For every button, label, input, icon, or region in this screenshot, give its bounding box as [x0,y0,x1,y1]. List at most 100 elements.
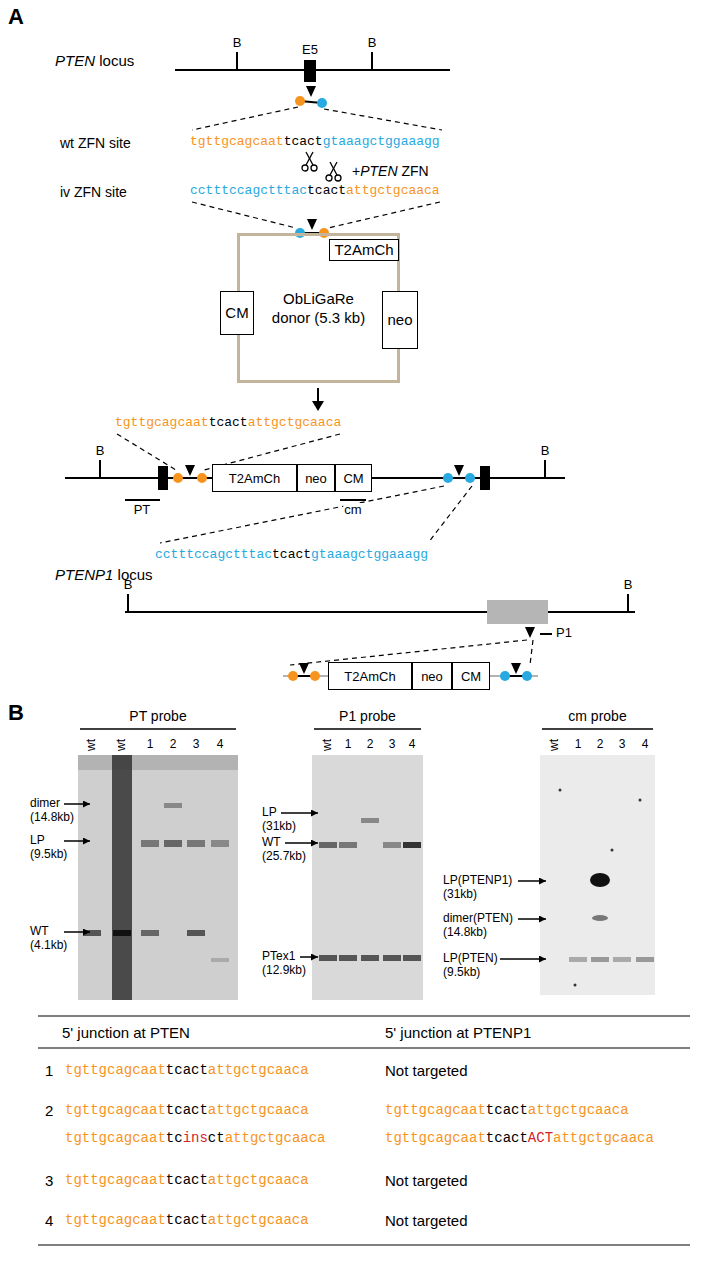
blot-smear [78,755,238,770]
band-arrow [64,803,90,805]
label-text: 2 [367,737,374,751]
blot-band [590,873,610,887]
text-label: 2 [367,738,374,752]
text-label: LP(PTENP1) [443,874,512,888]
label-text: locus [99,52,134,69]
blot-band [339,842,357,848]
label-text: (25.7kb) [262,849,306,863]
cut-triangle [307,219,317,230]
donor-plasmid: ObLiGaRe donor (5.3 kb)T2AmChCMneo [237,233,400,383]
site-tick [236,52,238,70]
text-label: +PTENZFN [352,163,429,179]
label-text: (31kb) [443,887,477,901]
blot-band [319,842,337,848]
blot-pt [78,755,238,1000]
blot-membrane [312,755,423,1000]
site-tick [627,594,629,612]
sequence-segment: cctttccagctttac [190,183,307,198]
text-label: LP [262,806,277,820]
sequence-segment: tgttgcagcaat [115,415,209,430]
label-text: 4 [642,737,649,751]
label-text: (4.1kb) [30,938,67,952]
label-text: iv ZFN site [60,184,127,200]
text-label: 1 [575,738,582,752]
text-label: B [368,36,377,51]
label-text: (9.5kb) [30,847,67,861]
band-arrow [281,812,318,814]
node-label: neo [387,310,412,330]
scissors-loop [326,175,332,181]
sequence-segment: attgctgcaaca [248,415,342,430]
zfn-dot [443,473,453,483]
band-arrow [64,840,90,842]
label-text: 2 [45,1102,53,1119]
node-label: neo [305,471,327,486]
text-label: PTENlocus [55,52,134,69]
text-label: (31kb) [443,888,477,902]
text-label: 1 [45,1062,53,1079]
label-text: PTENP1 [55,566,113,583]
sequence-segment: tgttgcagcaat [65,1172,166,1188]
text-label: (31kb) [262,820,296,834]
label-text: (12.9kb) [262,963,306,977]
zfn-dot [295,96,305,106]
label-text: Not targeted [385,1172,468,1189]
text-label: wt [115,739,129,751]
site-tick [127,594,129,612]
blot-membrane [540,755,655,995]
dna-sequence: tgttgcagcaattcactattgctgcaaca [65,1172,309,1188]
label-text: LP(PTEN) [443,951,498,965]
label-text: Not targeted [385,1212,468,1229]
scissors-blade [330,162,337,175]
text-label: 4 [45,1212,53,1229]
scissors-loop [335,175,341,181]
zfn-dot [317,98,327,108]
blot-band [592,915,608,921]
blot-band [613,957,631,962]
blot-band [383,842,401,848]
node-label: T2AmCh [344,669,395,684]
dna-sequence: tgttgcagcaattcactattgctgcaaca [65,1102,309,1118]
node-label: T2AmCh [334,240,393,260]
cut-triangle [454,465,464,476]
dashed-guide [428,486,472,543]
label-text: wt [84,739,98,751]
blot-band [83,930,101,936]
text-label: A [8,4,24,29]
label-text: 4 [409,737,416,751]
label-text: PTEN [55,52,95,69]
sequence-segment: tgttgcagcaat [65,1130,166,1146]
dna-sequence: tgttgcagcaattcactgtaaagctggaaagg [190,135,440,150]
text-label: wt [321,739,335,751]
dna-sequence: tgttgcagcaattcactattgctgcaaca [385,1102,629,1118]
text-label: 3 [193,738,200,752]
label-text: 1 [147,737,154,751]
sequence-segment: tcact [209,415,248,430]
dashed-guide [328,202,440,228]
text-label: 3 [389,738,396,752]
label-text: wt [320,739,334,751]
blot-band [187,930,205,936]
band-arrow [64,931,90,933]
text-label: 4 [409,738,416,752]
label-text: 4 [217,737,224,751]
marker-box: neo [412,662,452,690]
scissors-blade [306,152,313,165]
sequence-segment: attgctgcaaca [208,1172,309,1188]
node-label: T2AmCh [229,471,280,486]
label-text: 4 [45,1212,53,1229]
text-label: Not targeted [385,1172,468,1189]
blot-band [569,957,587,962]
label-text: (14.8kb) [30,810,74,824]
label-text: cm [344,502,361,517]
heading-bar [314,728,421,730]
marker-box: neo [382,291,417,349]
donor-guides [192,202,440,228]
text-label: 2 [597,738,604,752]
sequence-segment: tgttgcagcaat [385,1130,486,1146]
blot-speck [611,849,614,852]
targeted-locus [65,460,565,500]
marker-box: CM [452,662,490,690]
text-label: B [8,700,24,725]
